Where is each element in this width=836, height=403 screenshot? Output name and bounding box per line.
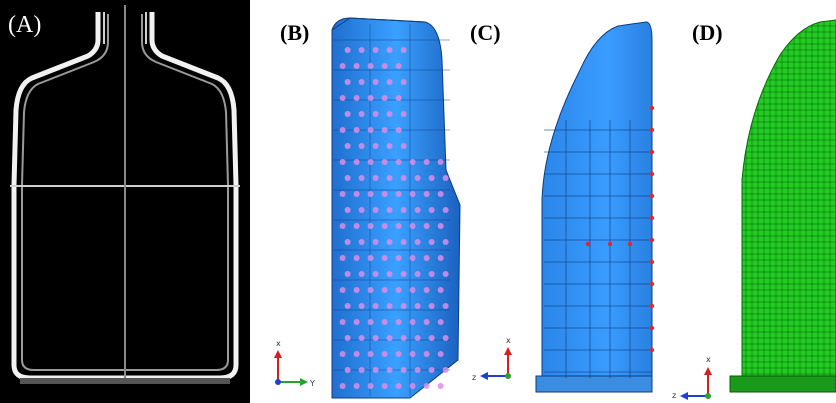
constraint-dots: [585, 105, 655, 353]
axis-triad-c: x z: [472, 336, 512, 382]
constraint-mesh-model: x z: [472, 21, 655, 393]
panel-b-loaded-model: (B) x Y: [250, 0, 470, 403]
bottle-xray-outline: [10, 5, 240, 384]
load-arrows: [339, 47, 449, 389]
axis-x-label-b: x: [276, 339, 281, 348]
fine-green-mesh-model: x z: [672, 19, 836, 400]
axis-z-label-c: z: [472, 373, 476, 382]
axis-z-label-d: z: [672, 391, 676, 400]
panel-d-label: (D): [692, 20, 723, 45]
panel-a-xray-image: (A): [0, 0, 250, 403]
panel-b-label: (B): [280, 20, 310, 45]
panel-c-boundary-model: (C) x z: [470, 0, 670, 403]
axis-triad-b: x Y: [274, 339, 315, 388]
panel-d-fine-mesh: (D) x z: [670, 0, 836, 403]
panel-a-label: (A): [8, 12, 42, 38]
axis-x-label-c: x: [506, 336, 511, 345]
loaded-mesh-model: x Y: [274, 17, 461, 399]
axis-x-label-d: x: [706, 355, 711, 364]
axis-triad-d: x z: [672, 355, 712, 400]
axis-y-label-b: Y: [309, 379, 315, 388]
panel-c-label: (C): [470, 20, 501, 45]
